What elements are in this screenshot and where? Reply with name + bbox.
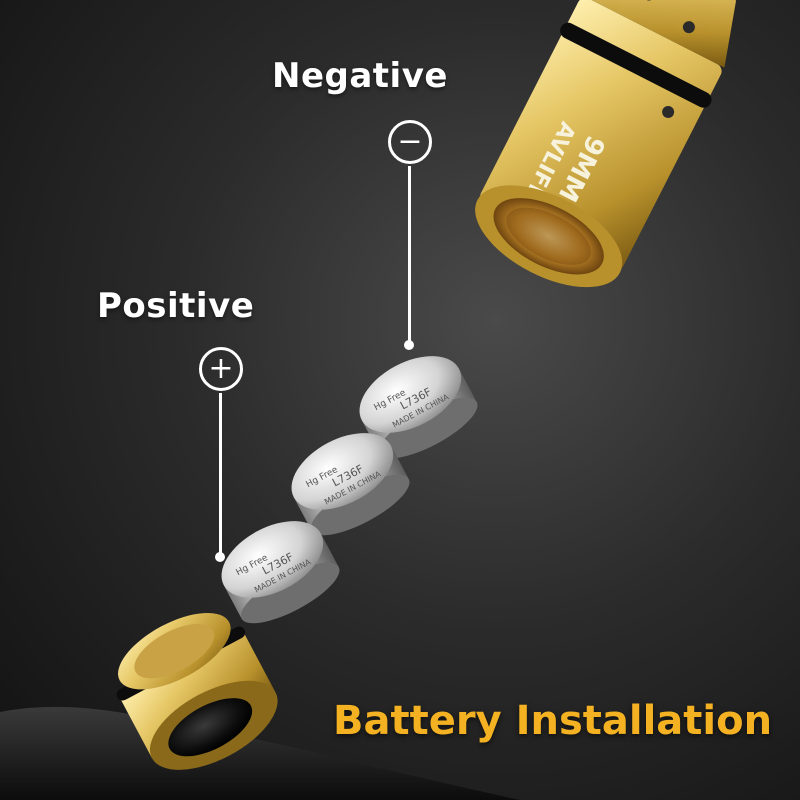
battery-cell-2: Hg Free L736F MADE IN CHINA — [291, 433, 410, 536]
cartridge-body: 9MM AVLIFE — [475, 0, 737, 288]
negative-label: Negative — [272, 56, 448, 96]
battery-cell-3: Hg Free L736F MADE IN CHINA — [221, 521, 340, 624]
plus-icon: + — [199, 347, 243, 391]
rock-ground — [0, 706, 520, 800]
positive-label: Positive — [97, 286, 255, 326]
negative-pointer-dot — [404, 340, 414, 350]
battery-cell-1: Hg Free L736F MADE IN CHINA — [359, 356, 478, 459]
positive-pointer-dot — [215, 552, 225, 562]
battery-installation-title: Battery Installation — [333, 698, 773, 744]
minus-icon: − — [388, 120, 432, 164]
negative-pointer-line — [408, 166, 411, 344]
end-cap — [116, 612, 278, 770]
positive-pointer-line — [219, 393, 222, 555]
